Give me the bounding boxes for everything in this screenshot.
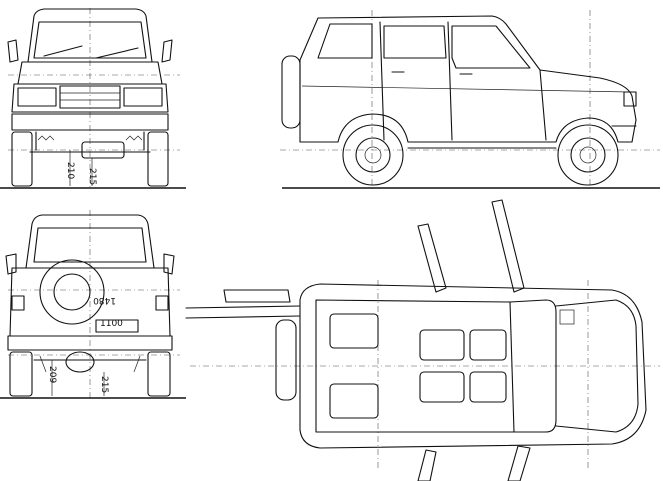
rear-track-label: 1480 (93, 295, 116, 305)
front-clearance-label-b: 215 (87, 168, 97, 185)
rear-clearance-label-a: 209 (47, 366, 57, 383)
rear-view: 1480 1100 209 215 (0, 210, 186, 400)
front-view: 210 215 (0, 8, 186, 190)
rear-width-label: 1100 (100, 319, 123, 329)
top-view (185, 199, 660, 481)
rear-clearance-label-b: 215 (99, 376, 109, 393)
front-clearance-label-a: 210 (65, 162, 75, 179)
side-view (280, 10, 660, 190)
